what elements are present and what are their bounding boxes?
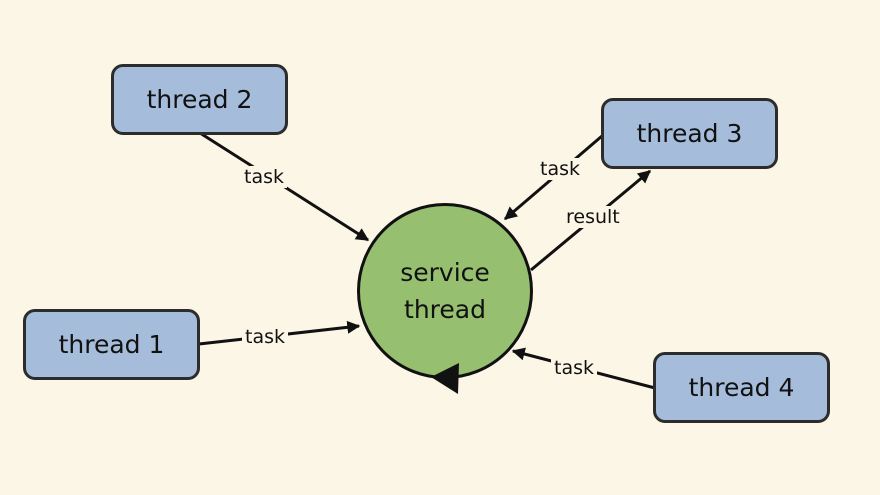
thread-node-1: thread 1: [23, 309, 200, 380]
edge-label-thread1-task: task: [242, 326, 288, 348]
edge-label-thread3-task: task: [537, 158, 583, 180]
service-thread-node: service thread: [357, 203, 533, 379]
edge-label-thread4-task: task: [551, 357, 597, 379]
thread-node-2: thread 2: [111, 64, 288, 135]
service-thread-label-line2: thread: [404, 295, 486, 324]
service-loop-arrowhead-icon: [431, 363, 459, 394]
thread-node-label: thread 4: [688, 373, 795, 402]
edge-label-thread3-result: result: [563, 206, 623, 228]
thread-node-4: thread 4: [653, 352, 830, 423]
thread-node-label: thread 2: [146, 85, 253, 114]
thread-node-label: thread 1: [58, 330, 165, 359]
thread-node-label: thread 3: [636, 119, 743, 148]
service-thread-label-line1: service: [400, 258, 490, 287]
thread-node-3: thread 3: [601, 98, 778, 169]
edge-label-thread2-task: task: [241, 166, 287, 188]
